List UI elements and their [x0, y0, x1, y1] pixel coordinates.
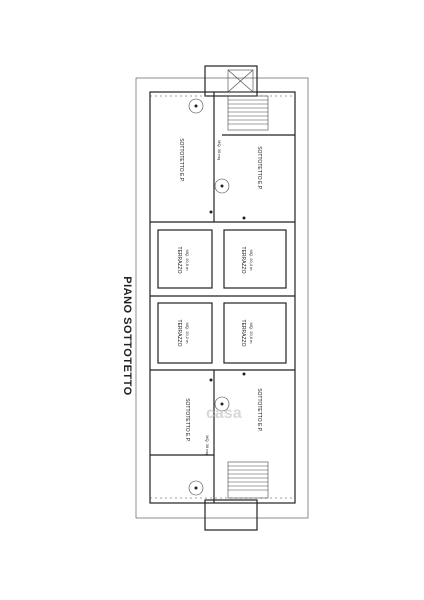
area-note-terrace-1: MQ. 20,6 m: [185, 250, 190, 272]
dimension-markers: [150, 95, 295, 499]
terrace-box-4: [223, 302, 287, 364]
room-label-terrace-4: TERRAZZO: [240, 320, 246, 347]
room-label-terrace-3: TERRAZZO: [176, 320, 182, 347]
terrace-box-1: [157, 229, 213, 289]
room-label-attic-bottom-left: SOTTOTETTO E.P.: [184, 398, 190, 442]
spiral-stair-3: [214, 396, 230, 412]
terrace-box-2: [223, 229, 287, 289]
spiral-stair-4: [188, 480, 204, 496]
area-note-terrace-4: MQ. 20,6 m: [249, 323, 254, 345]
room-label-attic-bottom-right: SOTTOTETTO E.P.: [256, 388, 262, 432]
staircase-top: [227, 95, 269, 131]
room-label-terrace-1: TERRAZZO: [176, 247, 182, 274]
spiral-stair-1: [188, 98, 204, 114]
elevator-shaft-top: [227, 69, 254, 93]
building-outline: [149, 91, 296, 504]
lot-boundary: [135, 77, 309, 519]
room-label-terrace-2: TERRAZZO: [240, 247, 246, 274]
area-note-terrace-3: MQ. 20,2 m: [185, 323, 190, 345]
plan-title: PIANO SOTTOTETTO: [112, 246, 142, 426]
area-note-terrace-2: MQ. 20,4 m: [249, 250, 254, 272]
room-label-attic-top-right: SOTTOTETTO E.P.: [256, 146, 262, 190]
area-note-stair-bottom: MQ. 36 mq: [205, 435, 210, 455]
spiral-stair-2: [214, 178, 230, 194]
stair-tower-bottom: [204, 499, 258, 531]
plan-title-text: PIANO SOTTOTETTO: [121, 276, 133, 396]
staircase-bottom: [227, 461, 269, 499]
terrace-box-3: [157, 302, 213, 364]
room-label-attic-top-left: SOTTOTETTO E.P.: [178, 138, 184, 182]
watermark: casa: [206, 405, 242, 422]
area-note-stair-top: MQ. 36 mq: [217, 140, 222, 160]
